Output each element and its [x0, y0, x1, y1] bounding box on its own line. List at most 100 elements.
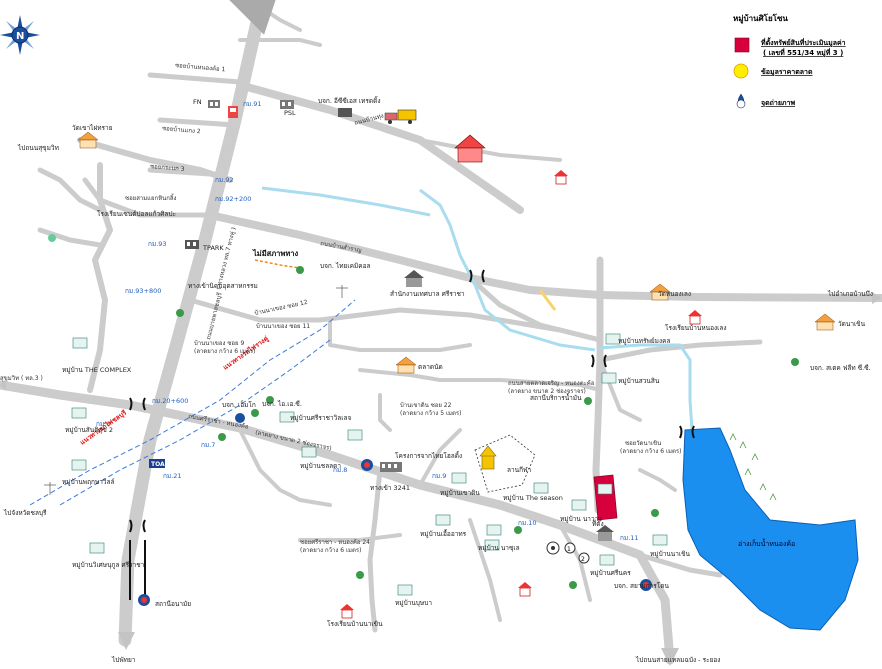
factory-icon [338, 108, 352, 117]
village-house-icon [89, 542, 105, 554]
soi-11-label: บ้านนาเของ ซอย 11 [256, 323, 310, 330]
bank-icon [138, 594, 150, 606]
soi-ban-nong-song-label: ซอยสามแยกหินกลิ้ง [125, 192, 177, 202]
village-20-label: หมู่บ้านศรีนคร [590, 569, 631, 577]
km-7: กม.7 [201, 441, 215, 449]
village-icons [71, 333, 668, 596]
nongkho-road-note: (ลาดยาง ขนาด 2 ช่องจราจร) [508, 388, 586, 395]
windmill-icon [44, 482, 56, 495]
tree-icon [266, 396, 274, 404]
legend-camera-icon [736, 93, 746, 109]
to-chonburi-label: ไปจังหวัดชลบุรี [3, 509, 47, 517]
hospital-label: สถานีอนามัย [155, 600, 191, 608]
canal [261, 186, 694, 431]
to-ban-bueng-label: ไปอำเภอบ้านบึง [827, 290, 873, 298]
toa-logo-icon: TOA [149, 459, 165, 468]
soi-24-label: ซอยศรีราชา - หนองค้อ 24 [300, 538, 370, 546]
school-2-label: โรงเรียนบ้านหนองเลง [665, 324, 727, 332]
soi-22-label: บ้านเขาดิน ซอย 22 [400, 402, 452, 409]
village-house-icon [652, 534, 668, 546]
km-8: กม.8 [333, 466, 347, 474]
dirt-road [254, 259, 301, 269]
tree-icon [791, 358, 799, 366]
school-icon [518, 582, 532, 597]
village-6-label: หมู่บ้าน The season [503, 494, 563, 502]
railway-blue-1 [29, 299, 356, 506]
soi-12-label: บ้านนาเของ ซอย 12 [254, 299, 309, 317]
legend-camera-label: จุดถ่ายภาพ [761, 99, 795, 107]
village-house-icon [71, 459, 87, 471]
tree-icon [584, 397, 592, 405]
village-house-icon [533, 482, 549, 494]
school-icon [688, 310, 702, 325]
school-1-label: โรงเรียนเซนต์ปอลแก้วศิลปะ [97, 210, 176, 218]
km-21: กม.21 [163, 472, 182, 480]
village-4-label: หมู่บ้านวิเศษนุกูล ศรีราชา [72, 561, 145, 569]
km-91: กม.91 [243, 100, 262, 108]
bypass-highway [118, 0, 269, 647]
village-12-label: หมู่บ้านเขาดิน [440, 489, 480, 497]
company-1-label: บจก. อีซีซีเอส เทรดดิ้ง [318, 96, 381, 105]
samran-road [206, 211, 882, 302]
village-house-icon [484, 539, 500, 551]
village-house-icon [597, 483, 613, 495]
govt-building-icon [404, 270, 424, 287]
km-6: กม.6 [96, 420, 110, 428]
company-2-label: บจก. เอ็มโก [222, 400, 256, 409]
tree-icon [569, 581, 577, 589]
village-complex-label: หมู่บ้าน THE COMPLEX [62, 366, 132, 374]
village-house-icon [301, 446, 317, 458]
km-9: กม.9 [432, 472, 446, 480]
km-92: กม.92 [215, 176, 234, 184]
factory-icon [208, 100, 220, 108]
railway-blue-2 [59, 339, 331, 506]
sukhumvit-left-label: สุขุมวิท ( ทล.3 ) [0, 375, 43, 382]
compass-north-label: N [16, 31, 24, 42]
school-icon [554, 170, 568, 185]
village-8-label: หมู่บ้านเอื้ออาทร [420, 529, 467, 538]
km-20-600: กม.20+600 [152, 397, 188, 405]
factory-label: บจก. ไทยเคมิคอล [320, 262, 370, 270]
windmill-icon [336, 285, 348, 298]
village-house-icon [451, 472, 467, 484]
bank-icon [640, 579, 652, 591]
arrow-to-ban-bueng [872, 292, 882, 304]
village-house-icon [347, 429, 363, 441]
factory-icon [185, 240, 199, 249]
to-rayong-label: ไปถนนสายแหลมฉบัง - ระยอง [635, 656, 720, 664]
tree-icon [356, 571, 364, 579]
govt-building-icon [596, 525, 614, 541]
gas-station-icon [228, 106, 238, 118]
tree-icon [251, 409, 259, 417]
golden-shrine-icon [479, 445, 497, 470]
soi-ban-song-label: ซอยบ้านหนองค้อ 1 [175, 62, 226, 73]
school-3-label: โรงเรียนบ้านนาเขิน [327, 620, 383, 628]
legend-market-circle [733, 63, 749, 79]
truck-icon [384, 109, 417, 124]
tree-icon [651, 509, 659, 517]
arrow-to-pattaya [118, 632, 135, 650]
toa-label: TOA [151, 461, 165, 468]
tree-icon [48, 234, 56, 242]
km-10: กม.10 [518, 519, 537, 527]
factory-icon [280, 100, 294, 109]
soi-9-label: บ้านนาเของ ซอย 9 [194, 340, 244, 347]
village-19-label: หมู่บ้านสวนสิน [618, 377, 660, 385]
village-house-icon [605, 333, 621, 345]
direction-labels: ไปพัทยา ไปถนนสายแหลมฉบัง - ระยอง ไปอำเภอ… [3, 290, 873, 664]
village-18-label: หมู่บ้านทรัพย์มงคล [618, 337, 670, 345]
company-4-label: บจก. สยามการโดน [614, 582, 670, 590]
soi-24-note: (ลาดยาง กว้าง 6 เมตร) [300, 547, 361, 554]
soi-reservoir-note: (ลาดยาง กว้าง 6 เมตร) [620, 448, 681, 455]
factory-icon [380, 462, 402, 472]
tpark-warehouse-label: ทางเข้านิคมอุตสาหกรรม [188, 282, 258, 290]
bank-icon [235, 413, 245, 423]
map-legend: หมู่บ้านศิโยโซน ที่ตั้งทรัพย์สินที่ประเม… [733, 13, 846, 109]
subject-property-marker[interactable] [593, 474, 618, 521]
village-10-label: หมู่บ้าน นาซุเล [478, 544, 520, 552]
gas-station-label: สถานีบริการน้ำมัน [530, 393, 582, 402]
market-label: ตลาดนัด [418, 363, 443, 371]
temple-right-label: วัดหนองเลง [658, 290, 691, 298]
village-7-label: หมู่บ้าน นาวาว [560, 515, 602, 523]
